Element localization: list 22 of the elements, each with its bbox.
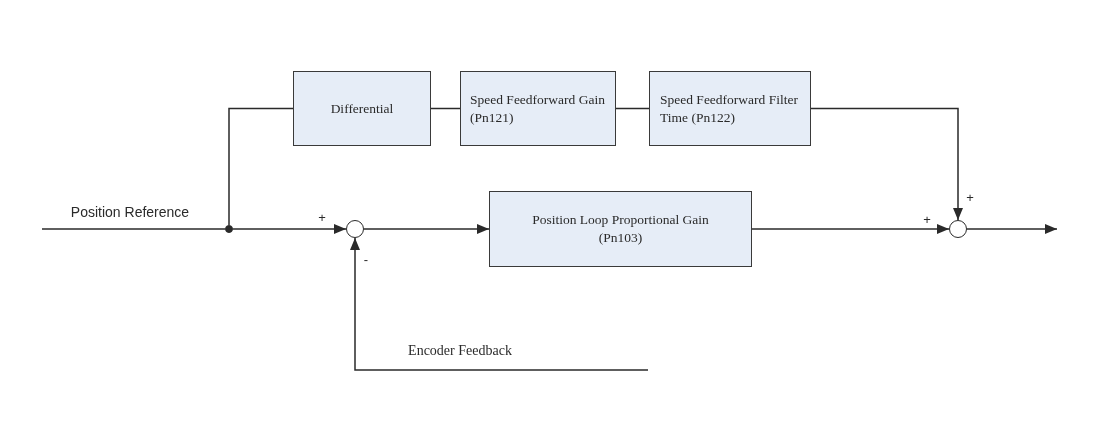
connector-line <box>41 228 226 230</box>
process-box: Differential <box>293 71 431 146</box>
edge-label: Position Reference <box>68 204 192 220</box>
process-box: Position Loop Proportional Gain (Pn103) <box>489 191 752 267</box>
connector-line <box>228 107 294 226</box>
arrow <box>363 224 490 234</box>
summing-junction <box>949 220 967 238</box>
sign-label: + <box>923 212 931 226</box>
arrow <box>966 224 1058 234</box>
sign-label: - <box>363 252 369 266</box>
junction-dot <box>225 225 233 233</box>
arrow <box>751 224 950 234</box>
sign-label: + <box>966 190 974 204</box>
arrow <box>232 224 347 234</box>
connector-line <box>430 107 461 110</box>
process-box: Speed Feedforward Gain (Pn121) <box>460 71 616 146</box>
sign-label: + <box>318 210 326 224</box>
arrow <box>350 237 649 371</box>
process-box: Speed Feedforward Filter Time (Pn122) <box>649 71 811 146</box>
arrow <box>810 107 963 221</box>
summing-junction <box>346 220 364 238</box>
connector-line <box>615 107 650 110</box>
